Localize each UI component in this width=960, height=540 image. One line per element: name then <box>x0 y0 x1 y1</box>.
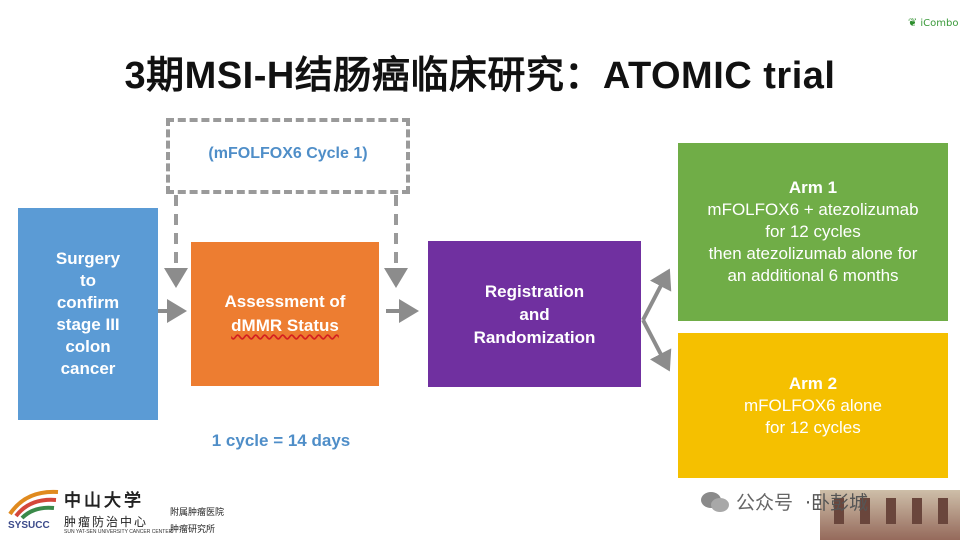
assessment-line-1: Assessment of <box>224 292 346 311</box>
cancer-center-name: 肿瘤防治中心 <box>64 515 149 529</box>
arm2-line-2: for 12 cycles <box>765 417 861 437</box>
leaf-icon: ❦ <box>908 16 918 29</box>
registration-line: and <box>519 304 550 324</box>
surgery-box: Surgery to confirm stage III colon cance… <box>18 208 158 420</box>
arm1-box: Arm 1 mFOLFOX6 + atezolizumab for 12 cyc… <box>678 143 948 321</box>
university-name: 中山大学 <box>64 491 144 511</box>
arm1-line-2: for 12 cycles <box>765 222 861 241</box>
surgery-line: colon <box>65 337 111 356</box>
arm2-line-1: mFOLFOX6 alone <box>744 395 882 415</box>
research-institute: 肿瘤研究所 <box>170 525 216 535</box>
arm2-title: Arm 2 <box>788 373 838 393</box>
arm1-line-1: mFOLFOX6 + atezolizumab <box>707 200 919 219</box>
surgery-line: cancer <box>60 359 116 378</box>
sysucc-text: SYSUCC <box>8 520 50 531</box>
cancer-center-english: SUN YAT-SEN UNIVERSITY CANCER CENTER <box>64 529 173 535</box>
wechat-label: 公众号 <box>736 492 794 514</box>
surgery-line: stage III <box>56 315 120 334</box>
arm1-line-3: then atezolizumab alone for <box>708 244 918 263</box>
arm2-box: Arm 2 mFOLFOX6 alone for 12 cycles <box>678 333 948 478</box>
wechat-icon <box>701 491 729 512</box>
surgery-line: Surgery <box>55 249 121 268</box>
surgery-line: confirm <box>56 293 120 312</box>
affiliated-hospital: 附属肿瘤医院 <box>170 508 225 518</box>
registration-line: Randomization <box>473 327 596 347</box>
assessment-box: Assessment of dMMR Status <box>191 242 379 386</box>
assessment-line-2: dMMR Status <box>231 316 339 335</box>
first-cycle-label: (mFOLFOX6 Cycle 1) <box>208 145 368 162</box>
arm1-title: Arm 1 <box>788 178 838 197</box>
surgery-line: to <box>79 271 97 290</box>
icombo-logo: ❦ iCombo <box>908 16 959 29</box>
arrow-to-arm2 <box>641 319 672 372</box>
cycle-duration-note: 1 cycle = 14 days <box>211 431 351 450</box>
wechat-watermark: 公众号 ·卧彭城 <box>700 488 868 515</box>
arrow-to-arm1 <box>641 268 672 321</box>
registration-line: Registration <box>484 281 585 301</box>
slide-title: 3期MSI-H结肠癌临床研究：ATOMIC trial <box>124 55 836 97</box>
arm1-line-4: an additional 6 months <box>727 266 899 285</box>
icombo-logo-text: iCombo <box>920 18 959 29</box>
first-cycle-dashed-box <box>166 118 410 194</box>
registration-box: Registration and Randomization <box>428 241 641 387</box>
sysucc-logo-icon <box>8 489 59 520</box>
wechat-account-name: ·卧彭城 <box>805 492 869 514</box>
building-photo <box>820 490 960 540</box>
